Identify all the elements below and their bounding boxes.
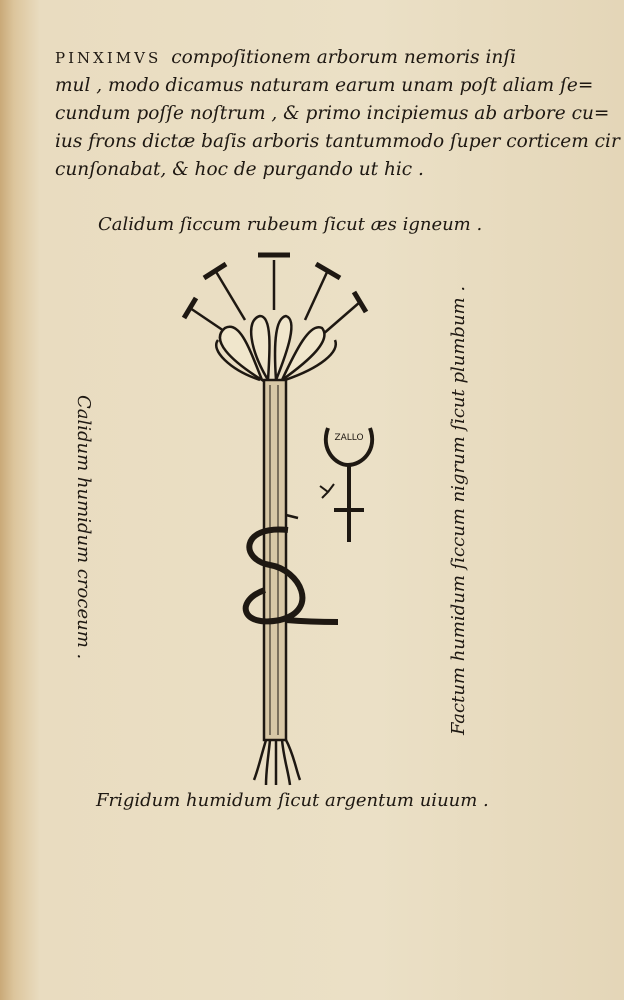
caption-top: Calidum ſiccum rubeum ſicut æs igneum . <box>98 214 483 235</box>
text-line: compoſitionem arborum nemoris inſi <box>171 47 517 68</box>
text-line: ius frons dictæ baſis arboris tantummodo… <box>55 131 620 152</box>
body-paragraph: PINXIMVS compoſitionem arborum nemoris in… <box>55 44 620 184</box>
lead-word: PINXIMVS <box>55 49 162 67</box>
caption-bottom: Frigidum humidum ſicut argentum uiuum . <box>96 790 489 811</box>
tree-woodcut-illustration: ZALLO <box>181 252 374 786</box>
symbol-label: ZALLO <box>334 433 363 443</box>
text-line: cunſonabat, & hoc de purgando ut hic . <box>55 159 424 180</box>
text-line: mul , modo dicamus naturam earum unam po… <box>55 75 594 96</box>
text-line: cundum poſſe noſtrum , & primo incipiemu… <box>55 103 610 124</box>
caption-left: Calidum humidum croceum . <box>73 395 94 660</box>
caption-right: Factum humidum ſiccum nigrum ſicut plumb… <box>448 285 469 735</box>
